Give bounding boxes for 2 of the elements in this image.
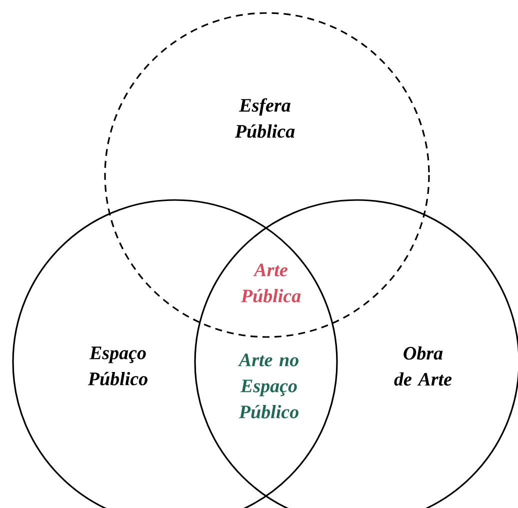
region-label: Arte no Espaço Público <box>238 354 298 418</box>
region-label: Arte Pública <box>240 264 301 302</box>
